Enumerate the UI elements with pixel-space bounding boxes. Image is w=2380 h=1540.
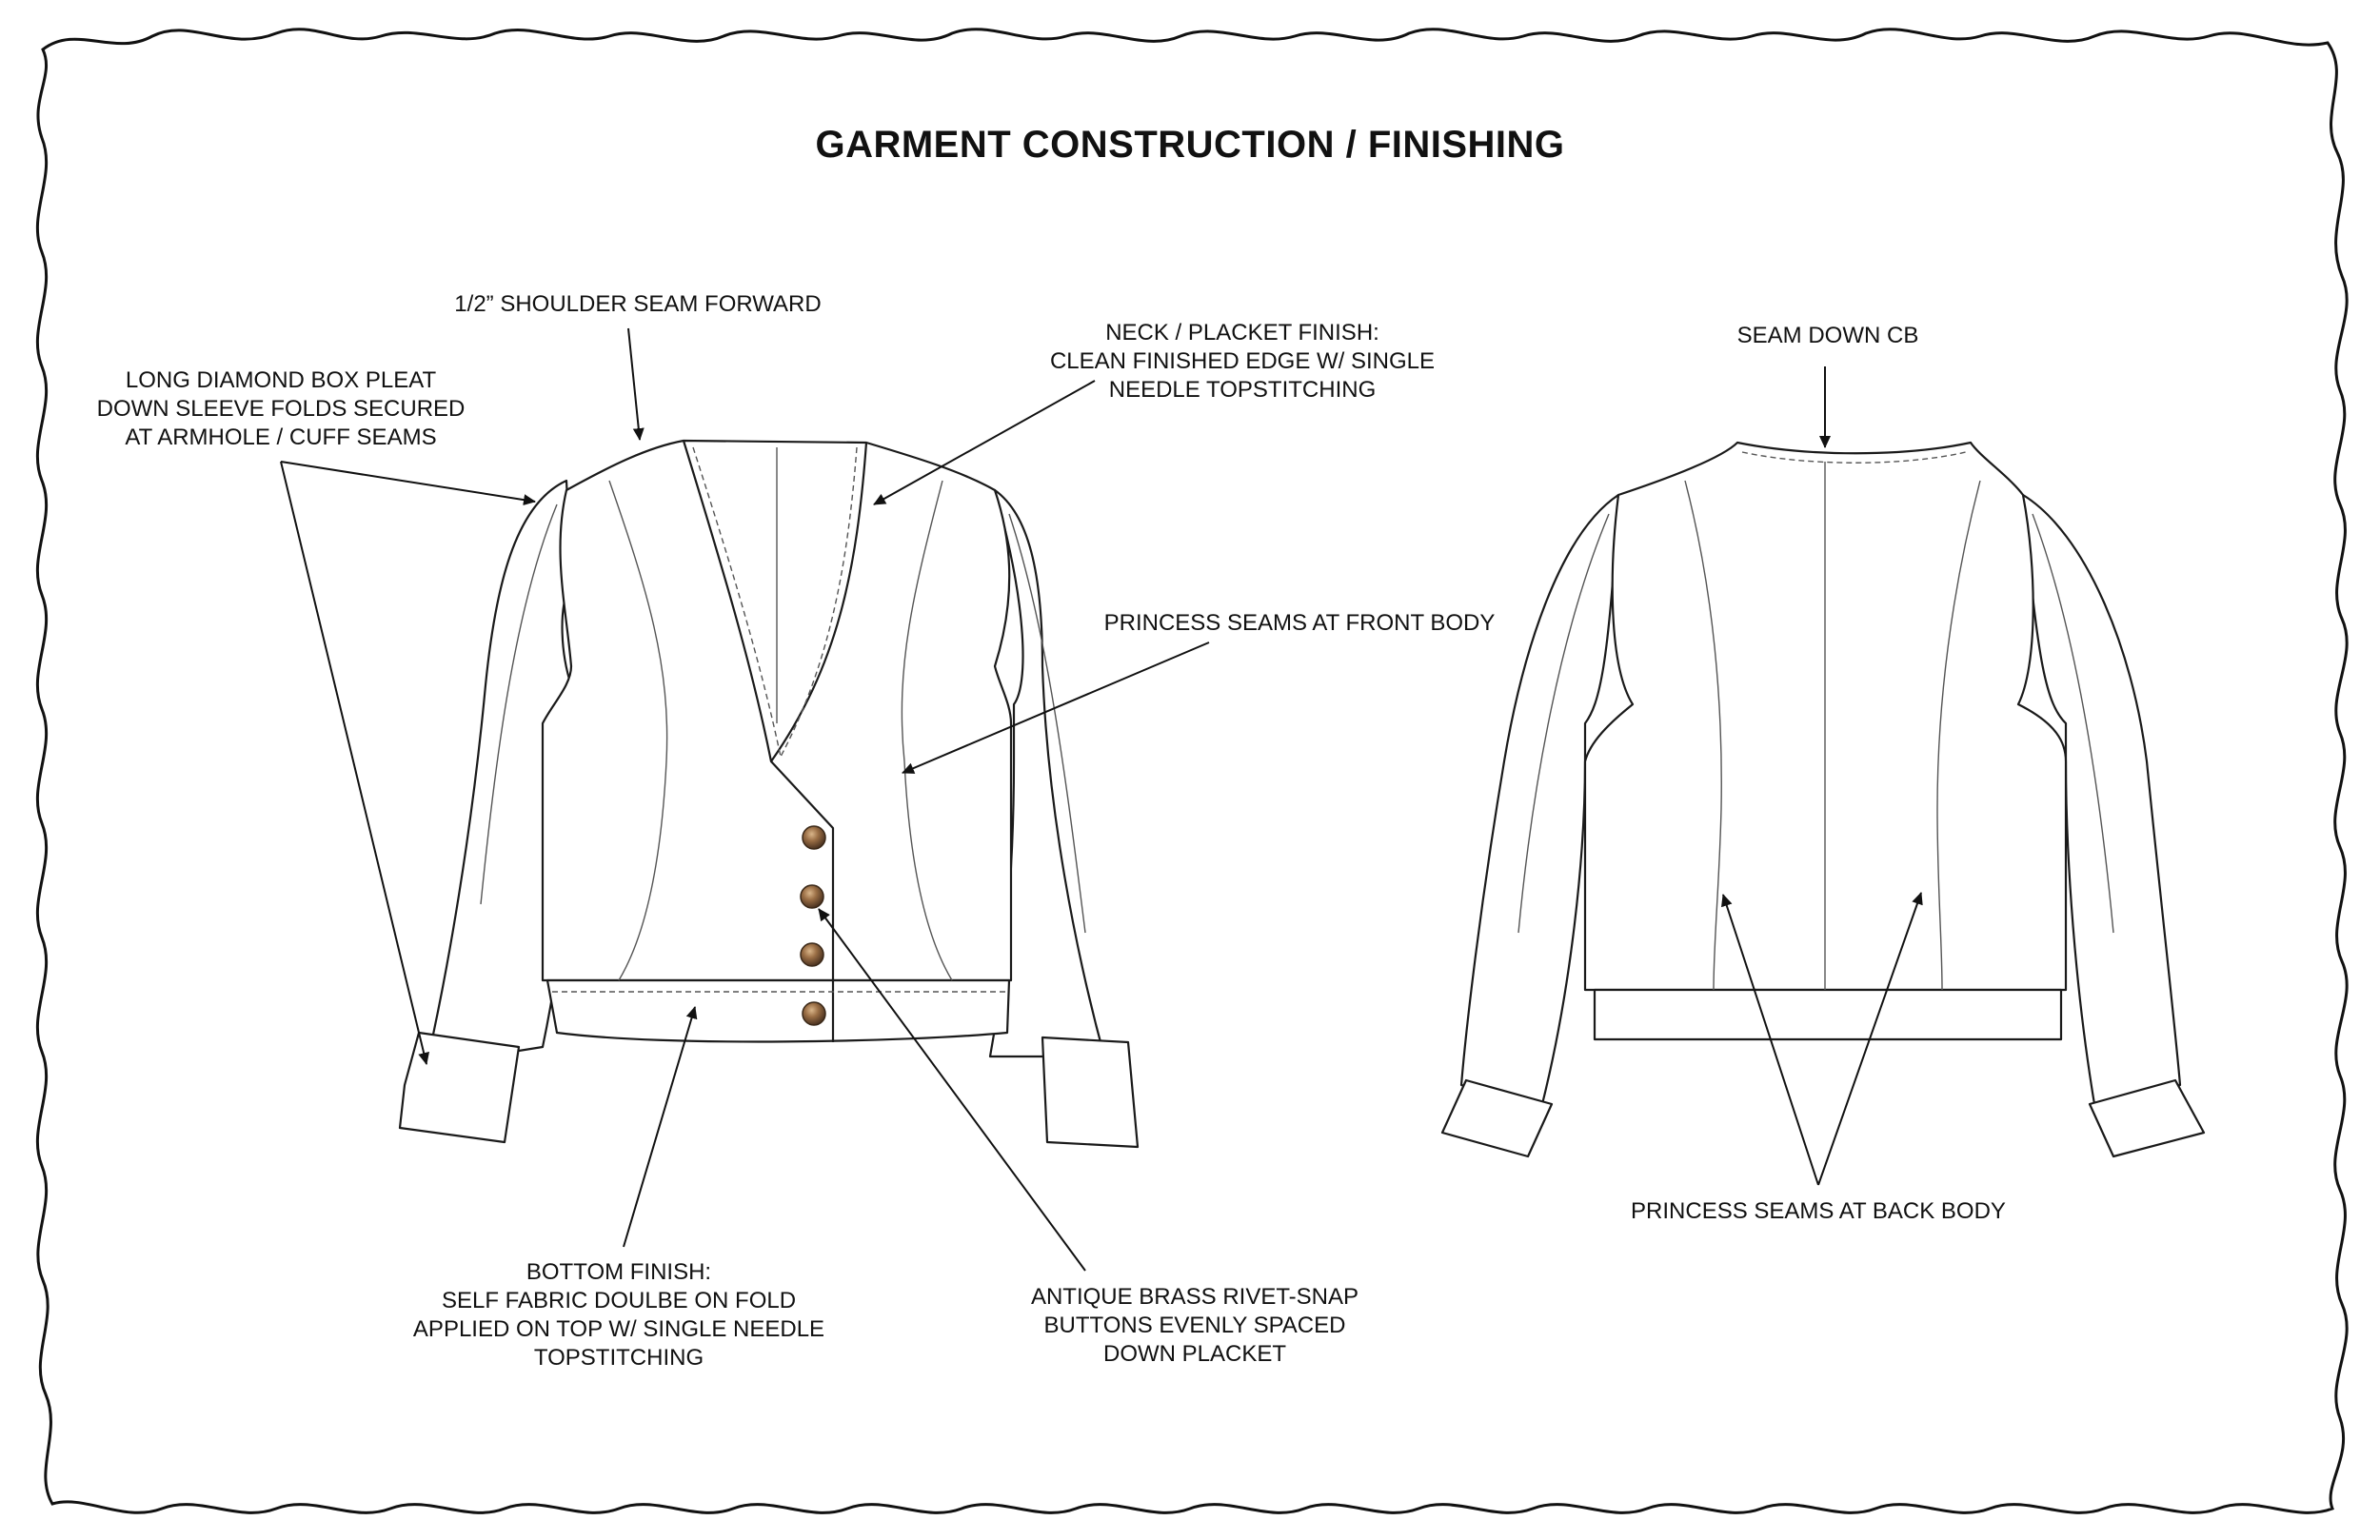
back-princess-seam-left — [1684, 480, 1722, 991]
arrow-buttons — [818, 908, 1086, 1272]
neck-topstitch — [692, 446, 858, 758]
arrow-pleat-cuff — [280, 461, 430, 1065]
callout-neck: NECK / PLACKET FINISH: CLEAN FINISHED ED… — [1033, 319, 1452, 405]
back-princess-seam-right — [1936, 480, 1981, 991]
front-hem-band — [545, 978, 1011, 1043]
arrow-princess-back-right — [1817, 892, 1923, 1186]
wavy-border — [36, 28, 2349, 1514]
brass-button — [800, 942, 824, 967]
back-sleeve-pleat-right — [2032, 513, 2114, 934]
callout-line: DOWN PLACKET — [1102, 1341, 1287, 1367]
brass-button — [800, 884, 824, 909]
callout-line: NECK / PLACKET FINISH: — [1105, 320, 1379, 346]
callout-shoulder: 1/2” SHOULDER SEAM FORWARD — [447, 290, 828, 319]
right-cuff — [1041, 1036, 1140, 1149]
callout-line: SEAM DOWN CB — [1736, 323, 1919, 348]
callout-line: AT ARMHOLE / CUFF SEAMS — [125, 424, 437, 450]
callout-line: PRINCESS SEAMS AT FRONT BODY — [1103, 610, 1496, 636]
callout-line: BOTTOM FINISH: — [526, 1259, 712, 1285]
front-neckline — [682, 440, 835, 1042]
callout-princess-front: PRINCESS SEAMS AT FRONT BODY — [1085, 609, 1514, 638]
front-view — [398, 439, 1140, 1149]
arrow-princess-back-left — [1721, 894, 1819, 1186]
page-title: GARMENT CONSTRUCTION / FINISHING — [815, 124, 1565, 166]
callout-pleat: LONG DIAMOND BOX PLEAT DOWN SLEEVE FOLDS… — [81, 366, 481, 452]
arrow-neck — [873, 380, 1096, 505]
callout-line: 1/2” SHOULDER SEAM FORWARD — [454, 291, 822, 317]
callout-line: APPLIED ON TOP W/ SINGLE NEEDLE — [412, 1316, 825, 1342]
back-sleeve-pleat-left — [1517, 513, 1610, 934]
callout-line: NEEDLE TOPSTITCHING — [1108, 377, 1377, 403]
brass-button — [802, 825, 826, 850]
callout-line: CLEAN FINISHED EDGE W/ SINGLE — [1049, 348, 1436, 374]
leader-lines — [280, 327, 1923, 1272]
callout-line: PRINCESS SEAMS AT BACK BODY — [1631, 1198, 2006, 1224]
front-placket-edge — [770, 442, 868, 762]
back-neck-topstitch — [1741, 451, 1967, 464]
arrow-pleat-armhole — [280, 461, 536, 506]
back-left-cuff — [1440, 1078, 1554, 1158]
left-cuff — [398, 1031, 521, 1144]
front-princess-seam-left — [608, 480, 668, 981]
callout-line: BUTTONS EVENLY SPACED — [1043, 1313, 1346, 1338]
callout-line: DOWN SLEEVE FOLDS SECURED — [96, 396, 466, 422]
button-group — [800, 825, 826, 1026]
back-right-sleeve — [2021, 493, 2182, 1106]
front-princess-seam-right — [901, 480, 953, 981]
back-right-cuff — [2088, 1078, 2206, 1158]
sleeve-pleat-left — [480, 503, 558, 905]
callout-seam-cb: SEAM DOWN CB — [1685, 322, 1971, 350]
callout-line: SELF FABRIC DOULBE ON FOLD — [441, 1288, 797, 1313]
back-hem-band — [1593, 988, 2063, 1041]
callout-line: TOPSTITCHING — [533, 1345, 704, 1371]
callout-buttons: ANTIQUE BRASS RIVET-SNAP BUTTONS EVENLY … — [1004, 1283, 1385, 1369]
arrow-princess-front — [902, 642, 1210, 774]
callout-princess-back: PRINCESS SEAMS AT BACK BODY — [1618, 1197, 2018, 1226]
callout-line: LONG DIAMOND BOX PLEAT — [125, 367, 437, 393]
back-view — [1440, 441, 2206, 1158]
brass-button — [802, 1001, 826, 1026]
arrow-shoulder — [627, 327, 645, 441]
callout-line: ANTIQUE BRASS RIVET-SNAP — [1030, 1284, 1359, 1310]
arrow-bottom — [623, 1006, 698, 1248]
callout-bottom: BOTTOM FINISH: SELF FABRIC DOULBE ON FOL… — [395, 1258, 843, 1372]
